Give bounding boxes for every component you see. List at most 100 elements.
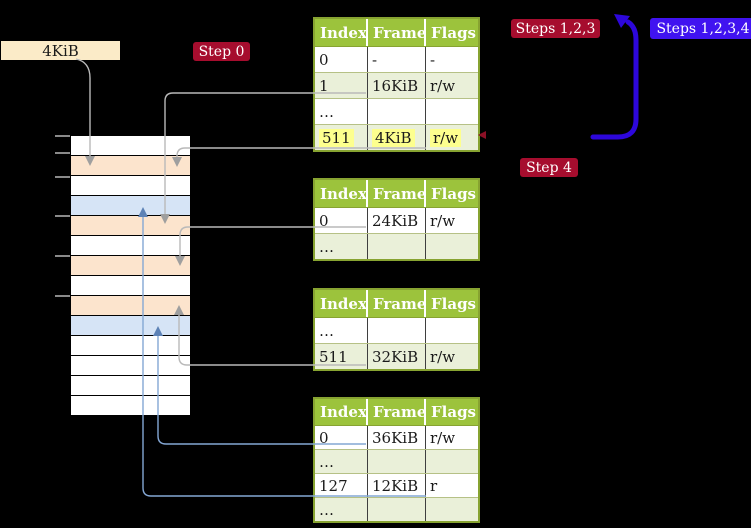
table-cell: … [315,99,368,124]
cell-text: - [430,50,436,69]
memory-row [71,276,190,295]
cell-text: … [319,500,334,519]
table-cell [368,450,426,473]
cell-text: … [319,237,334,256]
table-row: … [315,317,478,343]
memory-row [71,336,190,355]
table-cell: r/w [426,73,478,98]
cell-text: r [430,476,438,495]
table-cell [368,498,426,521]
table-cell: 0 [315,208,368,233]
memory-tick [55,176,70,178]
column-header-flags: Flags [431,23,476,42]
cell-text: … [319,102,334,121]
memory-row [71,256,190,275]
column-header-index: Index [315,290,368,317]
memory-tick [55,135,70,137]
page-table-2: Index Frame Flags 0 24KiB r/w … [313,178,480,261]
table-row: … [315,98,478,124]
table-cell [426,99,478,124]
table-cell: … [315,498,368,521]
cell-text: 24KiB [372,211,419,230]
table-row: … [315,233,478,259]
cell-text: … [319,452,334,471]
table-row: 127 12KiB r [315,473,478,497]
page-size-label: 4KiB [1,41,120,60]
cell-text: r/w [430,347,456,366]
table-cell: r/w [426,344,478,369]
memory-tick [55,152,70,154]
table-cell [426,498,478,521]
table-cell: … [315,318,368,343]
table-cell: 511 [315,344,368,369]
table-cell: 1 [315,73,368,98]
memory-row [71,156,190,175]
table-row: 1 16KiB r/w [315,72,478,98]
table-cell [426,234,478,259]
table-cell: r/w [426,125,478,150]
table-cell: r [426,474,478,497]
cell-text: … [319,321,334,340]
cell-text: r/w [430,211,456,230]
column-header-flags: Flags [431,294,476,313]
page-table-4: Index Frame Flags 0 36KiB r/w … 127 12Ki… [313,397,480,523]
cell-text: 36KiB [372,428,419,447]
column-header-index: Index [315,180,368,207]
memory-row [71,316,190,335]
table-row: 511 32KiB r/w [315,343,478,369]
table-cell [426,318,478,343]
table-cell: r/w [426,208,478,233]
memory-row [71,176,190,195]
cell-text: r/w [430,428,456,447]
highlighted-cell-text: r/w [430,128,462,147]
table-cell: 127 [315,474,368,497]
cell-text: 12KiB [372,476,419,495]
table-cell: - [368,47,426,72]
memory-row [71,216,190,235]
memory-tick [55,215,70,217]
table-cell [368,318,426,343]
cell-text: 0 [319,211,329,230]
column-header-flags: Flags [431,403,476,421]
memory-row [71,296,190,315]
column-header-frame: Frame [368,399,426,425]
highlighted-cell-text: 4KiB [372,128,415,147]
memory-row [71,136,190,155]
cell-text: r/w [430,76,456,95]
page-table-1: Index Frame Flags 0 - - 1 16KiB r/w … 51… [313,17,480,152]
column-header-frame: Frame [368,290,426,317]
highlighted-cell-text: 511 [319,128,354,147]
table-row: … [315,497,478,521]
table-row-highlighted: 511 4KiB r/w [315,124,478,150]
memory-row [71,196,190,215]
table-cell: 511 [315,125,368,150]
table-cell [426,450,478,473]
table-row: 0 24KiB r/w [315,207,478,233]
column-header-frame: Frame [368,180,426,207]
memory-tick [55,255,70,257]
table-row: … [315,449,478,473]
memory-row [71,376,190,395]
cell-text: 511 [319,347,348,366]
cell-text: 16KiB [372,76,419,95]
column-header-frame: Frame [368,19,426,46]
cell-text: 32KiB [372,347,419,366]
table-row: 0 - - [315,46,478,72]
table-cell: 4KiB [368,125,426,150]
table-cell: 12KiB [368,474,426,497]
cell-text: 0 [319,428,329,447]
cell-text: 1 [319,76,329,95]
table-cell: 32KiB [368,344,426,369]
table-row: 0 36KiB r/w [315,425,478,449]
table-cell: 16KiB [368,73,426,98]
table-cell: 24KiB [368,208,426,233]
table-cell: r/w [426,426,478,449]
table-cell: … [315,450,368,473]
table-cell [368,234,426,259]
steps-123-badge: Steps 1,2,3 [511,19,600,38]
step0-badge: Step 0 [193,42,250,61]
column-header-index: Index [315,19,368,46]
table-cell: - [426,47,478,72]
steps-1234-badge: Steps 1,2,3,4 [650,18,751,39]
